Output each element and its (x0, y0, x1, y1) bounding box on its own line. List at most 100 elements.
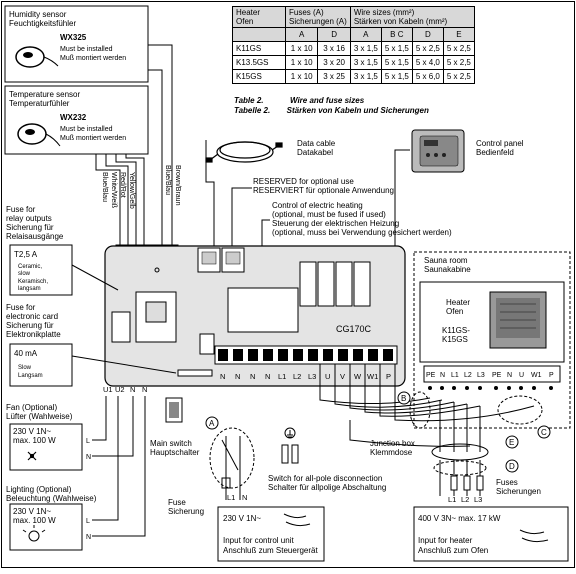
relay-2 (317, 261, 335, 307)
fan-label-de: Lüfter (Wahlweise) (6, 412, 73, 421)
term-w1: W1 (367, 372, 378, 381)
relay-4 (353, 261, 371, 307)
wire-blue2-label: Blue/Blau (101, 172, 108, 202)
temperature-sensor-icon (17, 123, 61, 147)
disconnect-en: Switch for all-pole disconnection (268, 474, 382, 483)
fan-icon (27, 451, 37, 461)
bundle-d (433, 460, 487, 476)
feed-wires (439, 460, 481, 496)
table-cell: 3 x 1,5 (349, 69, 382, 84)
marker-a-circle (205, 416, 219, 430)
sauna-term-u: U (519, 372, 524, 379)
board-terminal-labels: N N N N L1 L2 L3 U V W W1 P (220, 372, 391, 381)
control-board: CG170C (104, 245, 406, 387)
table-header-fuses: Fuses (A) Sicherungen (A) (285, 6, 351, 28)
lighting-box (9, 503, 83, 551)
board-name: CG170C (336, 324, 372, 334)
main-switch-en: Main switch (150, 439, 192, 448)
wire-color-labels: Brown/Braun Blue/Blau Yellow/Gelb Red/Ro… (101, 165, 181, 209)
temperature-title-de: Temperaturfühler (9, 99, 70, 108)
table-cell: 3 x 25 (317, 69, 351, 84)
junction-box (431, 443, 489, 461)
card-fuse-1: Fuse for (6, 303, 36, 312)
marker-c: C (541, 428, 547, 437)
wire-blue-label: Blue/Blau (164, 165, 171, 195)
reserved-label-en: RESERVED for optional use (253, 177, 354, 186)
card-fuse-box (9, 343, 73, 387)
marker-b: B (401, 394, 406, 403)
control-panel-label-de: Bedienfeld (476, 148, 514, 157)
ground-symbol (284, 427, 296, 439)
input-control-cable-icon (283, 513, 311, 527)
sauna-room-en: Sauna room (424, 256, 468, 265)
input-heater-de: Anschluß zum Ofen (418, 546, 488, 555)
lighting-spec1: 230 V 1N~ (13, 507, 51, 516)
sauna-term-l2: L2 (464, 372, 472, 379)
fuse-label-en: Fuse (168, 498, 186, 507)
input-control-terms: L1 N (227, 493, 247, 502)
table-cell: 5 x 2,5 (411, 41, 444, 56)
table-caption-1-num: Table 2. (234, 96, 264, 105)
transformer (227, 287, 299, 333)
table-cell: 1 x 10 (284, 55, 319, 70)
input-control-t1: L1 (227, 493, 235, 502)
table-cell: 5 x 1,5 (380, 55, 413, 70)
term-n-3: N (250, 372, 255, 381)
card-fuse-rating: 40 mA (14, 349, 38, 358)
panel-wire (394, 149, 410, 250)
relay-fuse-box (9, 244, 73, 296)
table-caption-2-text: Stärken von Kabeln und Sicherungen (286, 106, 429, 115)
card-fuse-d2: Langsam (18, 373, 43, 379)
wire-white-label: White/Weiß (110, 172, 117, 208)
bundle-b (409, 391, 431, 429)
fuses-d-de: Sicherungen (496, 487, 541, 496)
mid-fuses (281, 444, 299, 464)
relay-fuse-d2: slow (18, 271, 31, 277)
data-cable-wire (205, 140, 215, 246)
fan-spec1: 230 V 1N~ (13, 427, 51, 436)
table-col-wire-a: A (349, 27, 382, 42)
sauna-term-n2: N (507, 372, 512, 379)
heating-control-1: Control of electric heating (272, 201, 363, 210)
card-fuse-leader (71, 355, 177, 374)
sauna-term-n1: N (440, 372, 445, 379)
relay-fuse-1: Fuse for (6, 205, 36, 214)
relay-fuse-d3: Keramisch, (18, 279, 48, 285)
input-control-box (217, 506, 325, 562)
term-n-1: N (220, 372, 225, 381)
table-caption-2-num: Tabelle 2. (234, 106, 271, 115)
heater-models-1: K11GS- (442, 326, 470, 335)
wire-yellow-label: Yellow/Gelb (128, 172, 135, 209)
term-l1: L1 (278, 372, 286, 381)
disconnect-de: Schalter für allpolige Abschaltung (268, 483, 386, 492)
term-w: W (354, 372, 362, 381)
fan-label-en: Fan (Optional) (6, 403, 57, 412)
wire-fuse-table: Heater Ofen Fuses (A) Sicherungen (A) Wi… (232, 6, 475, 84)
control-panel-icon (411, 129, 465, 173)
table-cell: 3 x 1,5 (349, 41, 382, 56)
fan-term-n: N (86, 454, 91, 461)
table-cell-model: K15GS (232, 69, 286, 84)
table-row: K15GS 1 x 10 3 x 25 3 x 1,5 5 x 1,5 5 x … (232, 69, 475, 84)
input-control-de: Anschluß zum Steuergerät (223, 546, 318, 555)
control-panel-label-en: Control panel (476, 139, 524, 148)
sauna-term-pe1: PE (426, 372, 436, 379)
relay-fuse-2: relay outputs (6, 214, 52, 223)
table-col-wire-d: D (411, 27, 444, 42)
fuses-d-en: Fuses (496, 478, 518, 487)
card-fuse-3: Sicherung für (6, 321, 54, 330)
data-cable-label-de: Datakabel (297, 148, 333, 157)
heater-input-terms: L1 L2 L3 (448, 495, 482, 504)
input-heater-cable-icon (519, 529, 549, 543)
wire-brown-label: Brown/Braun (174, 165, 181, 206)
reserved-leader (231, 187, 252, 246)
heater-input-l2: L2 (461, 495, 469, 504)
lighting-spec2: max. 100 W (13, 516, 56, 525)
lterm-n2: N (142, 385, 147, 394)
table-cell: 3 x 20 (317, 55, 351, 70)
term-n-2: N (235, 372, 240, 381)
sauna-term-w1: W1 (531, 372, 542, 379)
sauna-terminal-strip (423, 365, 561, 383)
